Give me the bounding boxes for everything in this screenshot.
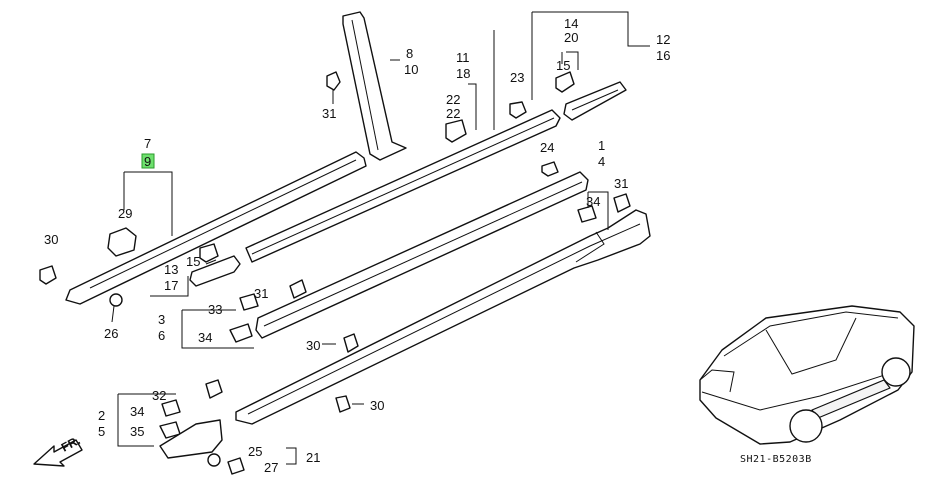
callout-15-rear: 15 [556, 58, 570, 73]
callout-10: 10 [404, 62, 418, 77]
clip-29[interactable] [39, 265, 57, 285]
diagram-code: SH21-B5203B [740, 454, 812, 465]
front-short-molding[interactable] [189, 255, 241, 287]
clip-27[interactable] [207, 453, 221, 467]
screw-24[interactable] [109, 293, 123, 323]
clip-15-rear[interactable] [555, 71, 575, 93]
callout-22-upper: 23 [510, 70, 524, 85]
callout-31-mid: 31 [254, 286, 268, 301]
callout-31-low: 32 [152, 388, 166, 403]
clip-15-front[interactable] [199, 243, 219, 263]
leader-lines [117, 11, 650, 465]
clip-22-upper[interactable] [509, 101, 527, 119]
callout-31-right: 31 [614, 176, 628, 191]
side-sill-garnish[interactable] [235, 209, 651, 425]
callout-6: 6 [158, 328, 165, 343]
clip-21[interactable] [445, 119, 467, 143]
callout-16: 16 [656, 48, 670, 63]
clip-31-mid[interactable] [289, 279, 307, 299]
callout-1: 1 [598, 138, 605, 153]
callout-29: 30 [44, 232, 58, 247]
callout-2: 2 [98, 408, 105, 423]
callout-24: 26 [104, 326, 118, 341]
callout-26: 31 [322, 106, 336, 121]
clip-34-right[interactable] [577, 205, 597, 223]
callout-5: 5 [98, 424, 105, 439]
callout-30-lower: 30 [370, 398, 384, 413]
callout-15-front: 15 [186, 254, 200, 269]
callout-3: 3 [158, 312, 165, 327]
callout-27: 25 [248, 444, 262, 459]
rear-molding[interactable] [563, 81, 627, 121]
clip-25[interactable] [227, 457, 245, 475]
door-molding-middle[interactable] [245, 109, 561, 263]
clip-34-low[interactable] [161, 399, 181, 417]
callout-22-lower: 24 [540, 140, 554, 155]
callout-14: 14 [564, 16, 578, 31]
callout-8: 8 [406, 46, 413, 61]
clip-26[interactable] [326, 71, 341, 104]
clip-22-lower[interactable] [541, 161, 559, 177]
callout-32: 33 [208, 302, 222, 317]
front-direction-arrow: FR. [33, 433, 83, 467]
callout-20: 22 [446, 92, 460, 107]
clip-28[interactable] [107, 227, 137, 257]
callout-17: 17 [164, 278, 178, 293]
sill-bracket[interactable] [159, 419, 223, 459]
callout-13: 11 [456, 50, 470, 65]
callout-4: 4 [598, 154, 605, 169]
callout-18: 18 [456, 66, 470, 81]
callout-34-low: 34 [130, 404, 144, 419]
callout-numbers: 8 10 31 11 18 22 22 23 14 20 15 12 16 24… [44, 16, 670, 475]
side-sill-molding[interactable] [255, 171, 589, 339]
callout-35: 35 [130, 424, 144, 439]
callout-30-upper: 30 [306, 338, 320, 353]
callout-23: 21 [306, 450, 320, 465]
callout-34-right: 34 [586, 194, 600, 209]
clip-33[interactable] [229, 323, 253, 343]
callout-9-highlight [141, 153, 155, 169]
pillar-garnish[interactable] [342, 11, 407, 161]
callout-11: 12 [656, 32, 670, 47]
callout-28: 29 [118, 206, 132, 221]
clip-30-upper[interactable] [343, 333, 359, 353]
clip-32[interactable] [239, 293, 259, 311]
callout-33: 34 [198, 330, 212, 345]
clip-31-right[interactable] [613, 193, 631, 213]
door-molding-upper[interactable] [65, 151, 367, 305]
callout-25: 27 [264, 460, 278, 475]
callout-9: 9 [144, 154, 151, 169]
car-illustration [699, 305, 915, 445]
callout-12: 13 [164, 262, 178, 277]
clip-30-lower[interactable] [335, 395, 351, 413]
callout-21: 22 [446, 106, 460, 121]
callout-7: 7 [144, 136, 151, 151]
clip-31-low[interactable] [205, 379, 223, 399]
callout-19: 20 [564, 30, 578, 45]
